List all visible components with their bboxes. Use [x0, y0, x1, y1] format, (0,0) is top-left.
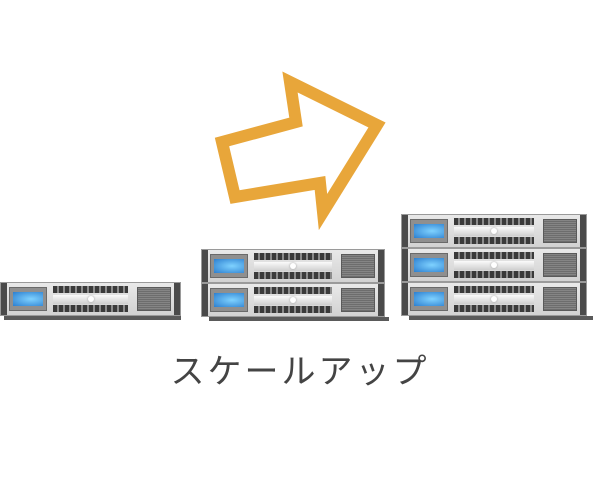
diagram-caption: スケールアップ [170, 352, 430, 392]
server-screen-icon [414, 292, 444, 306]
server-screen-icon [214, 259, 244, 273]
server-stack-3 [401, 214, 593, 324]
drive-bay-icon [137, 287, 171, 311]
server-unit [401, 282, 587, 316]
drive-bay-icon [543, 219, 577, 243]
drive-bay-icon [543, 253, 577, 277]
server-unit [201, 283, 385, 317]
server-unit [0, 282, 181, 316]
server-unit [201, 249, 385, 283]
drive-bay-icon [341, 254, 375, 278]
server-unit [401, 248, 587, 282]
server-stack-2 [201, 249, 389, 325]
server-single [0, 282, 181, 322]
drive-bay-icon [341, 288, 375, 312]
server-screen-icon [13, 292, 43, 306]
server-screen-icon [414, 258, 444, 272]
drive-bay-icon [543, 287, 577, 311]
server-screen-icon [414, 224, 444, 238]
server-screen-icon [214, 293, 244, 307]
server-unit [401, 214, 587, 248]
